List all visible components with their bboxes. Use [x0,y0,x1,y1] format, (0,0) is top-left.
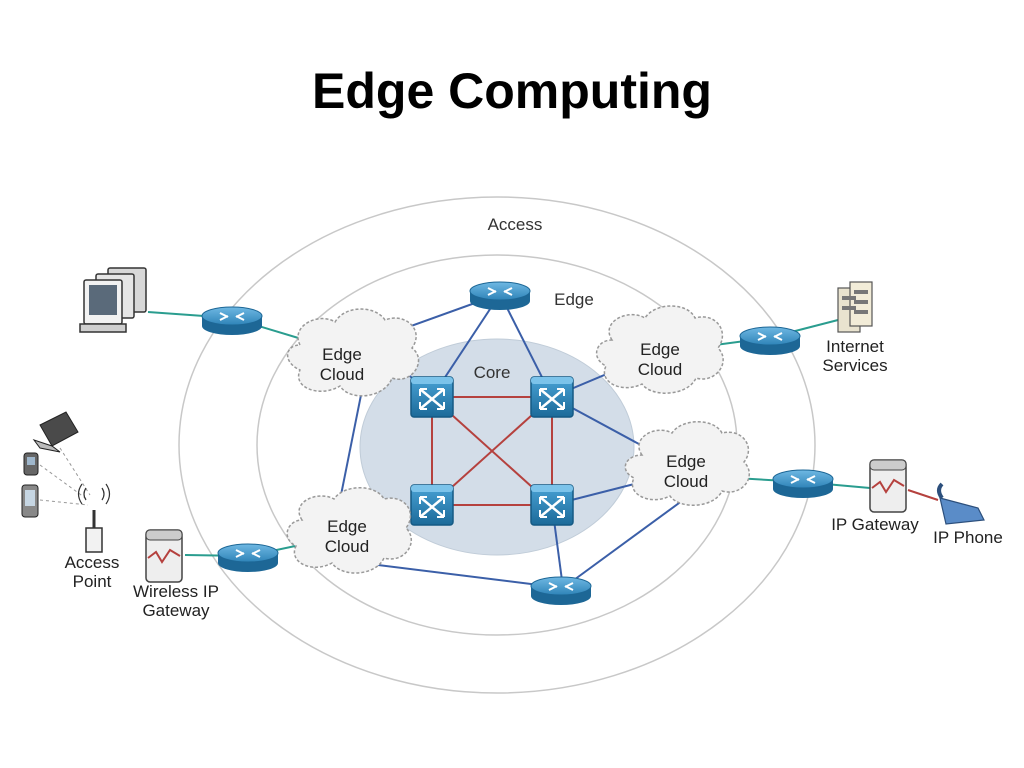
edge-zone-label: Edge [554,290,594,309]
edge-cloud-top-left: Edge Cloud [286,308,420,397]
laptop-icon [32,411,79,453]
svg-text:Cloud: Cloud [325,537,369,556]
core-switch-top-left [409,375,455,419]
pda-icon [21,484,39,518]
router-right-lower [772,469,834,499]
svg-text:Edge: Edge [666,452,706,471]
svg-text:Edge: Edge [640,340,680,359]
wireless-links [39,447,91,506]
core-switch-bottom-right [529,483,575,527]
svg-text:Edge: Edge [322,345,362,364]
svg-text:Internet: Internet [826,337,884,356]
ip-phone-label: IP Phone [933,528,1003,547]
wireless-ip-gateway-icon [145,529,183,583]
router-bottom [530,576,592,606]
access-zone-label: Access [488,215,543,234]
access-point-label: Access Point [65,553,120,591]
ip-gateway-icon [869,459,907,513]
edge-cloud-mid-right: Edge Cloud [624,421,750,507]
ip-gateway-label: IP Gateway [831,515,919,534]
core-switch-top-right [529,375,575,419]
slide-title: Edge Computing [312,63,712,119]
svg-text:Cloud: Cloud [638,360,682,379]
mobile-phone-icon [23,452,39,476]
svg-text:Gateway: Gateway [142,601,210,620]
svg-text:Edge: Edge [327,517,367,536]
svg-text:Cloud: Cloud [320,365,364,384]
access-point-icon [77,483,111,553]
svg-text:Access: Access [65,553,120,572]
router-left [201,306,263,336]
internet-services-icon [837,281,873,333]
wireless-ip-gateway-label: Wireless IP Gateway [133,582,219,620]
edge-cloud-top-right: Edge Cloud [595,305,724,394]
internet-services-label: Internet Services [822,337,887,375]
ip-phone-icon [937,482,985,525]
svg-text:Services: Services [822,356,887,375]
svg-text:Cloud: Cloud [664,472,708,491]
router-top [469,281,531,311]
core-zone-label: Core [474,363,511,382]
router-bottom-left [217,543,279,573]
core-switch-bottom-left [409,483,455,527]
router-right [739,326,801,356]
svg-text:Point: Point [73,572,112,591]
edge-cloud-bottom-left: Edge Cloud [286,487,412,574]
workstations-icon [79,267,147,333]
svg-text:Wireless IP: Wireless IP [133,582,219,601]
